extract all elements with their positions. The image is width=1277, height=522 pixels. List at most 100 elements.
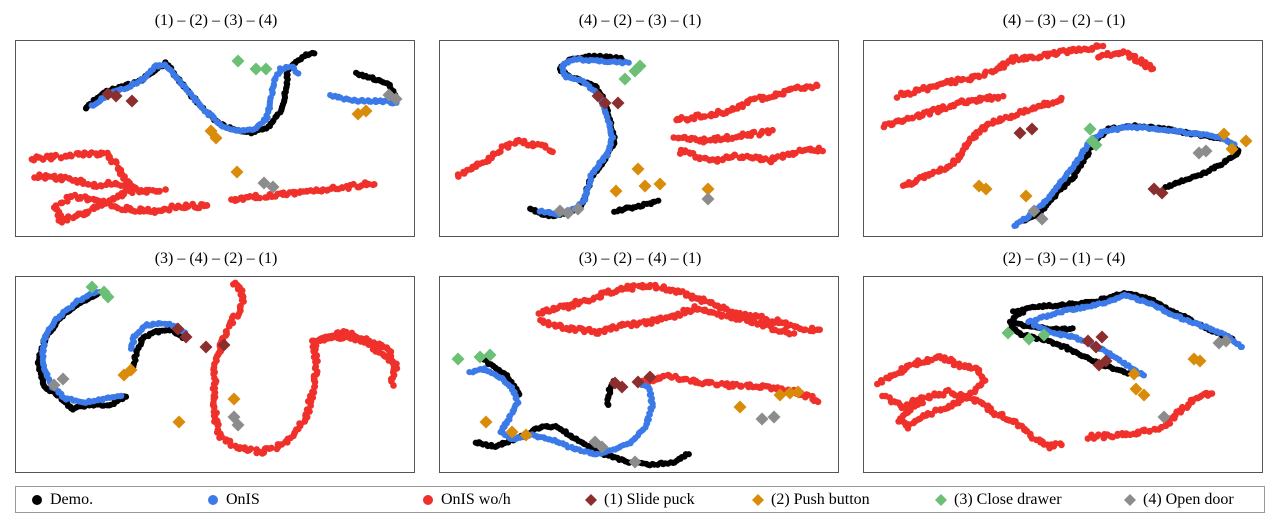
scatter-panel	[15, 276, 415, 473]
trajectory-point	[58, 199, 66, 206]
panel-title: (1) – (2) – (3) – (4)	[154, 12, 278, 29]
task-marker	[249, 62, 263, 76]
trajectory-point	[545, 321, 553, 328]
trajectory-point	[903, 401, 911, 408]
trajectory-point	[708, 379, 715, 386]
task-marker	[591, 89, 605, 103]
trajectory-point	[657, 314, 664, 321]
scatter-plot	[454, 52, 826, 220]
trajectory-point	[975, 73, 983, 81]
task-marker	[451, 352, 465, 366]
legend-label: (3) Close drawer	[954, 490, 1062, 508]
trajectory-point	[247, 445, 255, 452]
trajectory-point	[131, 208, 139, 215]
legend-item-push-button: (2) Push button	[751, 491, 870, 509]
trajectory-point	[908, 114, 916, 122]
trajectory-point	[162, 186, 169, 193]
scatter-panel	[863, 276, 1263, 473]
scatter-plot	[874, 290, 1245, 452]
task-marker	[125, 94, 139, 108]
task-marker	[519, 428, 533, 442]
trajectory-point	[390, 382, 397, 389]
task-marker	[1199, 144, 1213, 158]
task-marker	[571, 202, 585, 216]
task-marker	[47, 378, 61, 392]
task-marker	[1081, 334, 1095, 348]
scatter-panel	[863, 40, 1263, 237]
panel-title: (3) – (4) – (2) – (1)	[154, 250, 278, 267]
trajectory-point	[893, 94, 901, 101]
trajectory-point	[311, 50, 318, 57]
trajectory-point	[506, 140, 514, 147]
task-marker	[109, 89, 123, 103]
legend-item-close-drawer: (3) Close drawer	[934, 491, 1062, 509]
task-marker	[1095, 330, 1109, 344]
task-marker	[101, 290, 115, 304]
legend-item-slide-puck: (1) Slide puck	[584, 491, 695, 509]
trajectory-point	[790, 330, 798, 337]
panel-title: (2) – (3) – (1) – (4)	[1002, 250, 1126, 267]
task-marker	[359, 104, 373, 118]
task-marker	[231, 418, 245, 432]
task-marker	[633, 59, 647, 73]
trajectory-point	[295, 70, 302, 77]
task-marker	[259, 62, 273, 76]
task-marker	[1219, 334, 1233, 348]
task-marker	[618, 72, 632, 86]
trajectory-point	[1030, 54, 1037, 62]
trajectory-point	[819, 147, 826, 155]
task-marker	[609, 184, 623, 198]
task-marker	[701, 192, 715, 206]
trajectory-point	[1208, 390, 1216, 397]
scatter-panel	[439, 40, 839, 237]
trajectory-point	[958, 391, 966, 399]
task-marker	[56, 372, 70, 386]
trajectory-point	[52, 202, 60, 209]
task-marker	[473, 350, 487, 364]
trajectory-point	[956, 363, 963, 371]
trajectory-point	[203, 202, 211, 209]
trajectory-point	[999, 92, 1007, 100]
task-marker	[1001, 326, 1015, 340]
task-marker	[1217, 127, 1231, 141]
task-marker	[479, 415, 493, 429]
legend-marker	[1124, 493, 1136, 506]
legend-label: (2) Push button	[771, 490, 870, 508]
trajectory-point	[1146, 428, 1153, 435]
trajectory-point	[268, 444, 275, 452]
trajectory-point	[156, 187, 163, 195]
task-marker	[1157, 410, 1171, 424]
legend-marker	[935, 493, 947, 506]
task-marker	[783, 386, 797, 400]
task-marker	[1127, 367, 1141, 381]
trajectory-point	[454, 171, 462, 178]
task-marker	[1089, 340, 1103, 354]
trajectory-point	[685, 451, 692, 458]
trajectory-point	[524, 141, 531, 149]
task-marker	[266, 180, 280, 194]
trajectory-point	[84, 181, 92, 188]
legend-marker	[752, 493, 764, 506]
trajectory-point	[982, 68, 989, 76]
task-marker	[1089, 138, 1103, 152]
scatter-panel	[439, 276, 839, 473]
legend-label: (1) Slide puck	[604, 490, 695, 508]
trajectory-point	[364, 339, 372, 347]
scatter-plot	[34, 279, 401, 457]
trajectory-point	[759, 127, 766, 135]
trajectory-point	[118, 392, 125, 399]
task-marker	[595, 440, 609, 454]
trajectory-point	[926, 394, 933, 402]
task-marker	[979, 182, 993, 196]
trajectory-point	[646, 281, 654, 289]
trajectory-point	[738, 101, 746, 108]
task-marker	[1027, 204, 1041, 218]
trajectory-point	[1044, 99, 1051, 107]
task-marker	[733, 400, 747, 414]
task-marker	[1129, 382, 1143, 396]
trajectory-point	[52, 151, 59, 159]
task-marker	[638, 179, 652, 193]
task-marker	[643, 370, 657, 384]
task-marker	[561, 206, 575, 220]
task-marker	[217, 338, 231, 352]
